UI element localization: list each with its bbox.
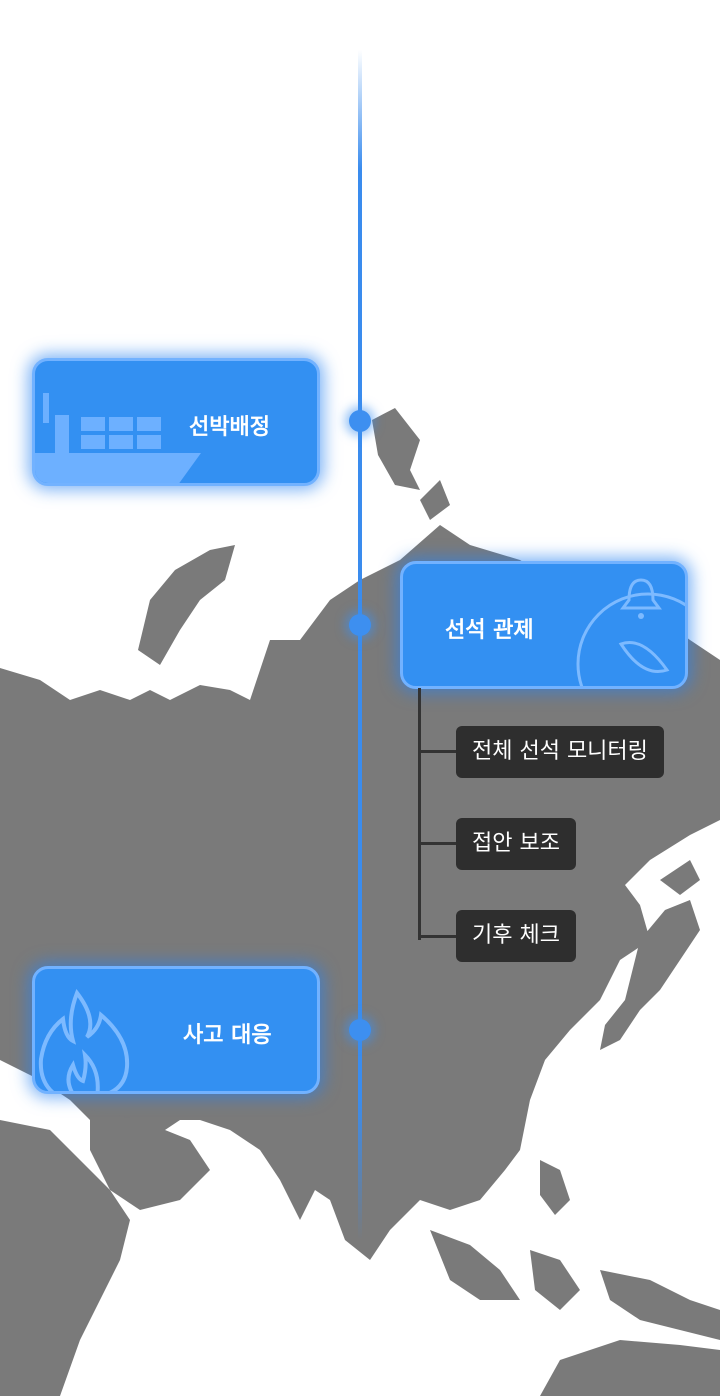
sea-island-4	[600, 1270, 720, 1340]
japan	[600, 900, 700, 1050]
timeline-node-1	[349, 410, 371, 432]
sea-island-1	[430, 1230, 520, 1300]
sea-island-3	[540, 1160, 570, 1215]
fire-icon	[38, 989, 130, 1091]
northern-island-1	[138, 545, 235, 665]
card-vessel-assignment[interactable]: 선박배정	[32, 358, 320, 486]
timeline-line	[358, 50, 362, 1240]
timeline-node-2	[349, 614, 371, 636]
sub-item-docking-assist[interactable]: 접안 보조	[456, 818, 576, 870]
sub-item-weather-check[interactable]: 기후 체크	[456, 910, 576, 962]
timeline-node-3	[349, 1019, 371, 1041]
northern-island-3	[420, 480, 450, 520]
sea-island-2	[530, 1250, 580, 1310]
branch-connector	[418, 935, 458, 938]
card-title: 선박배정	[189, 415, 270, 440]
sub-item-berth-monitoring[interactable]: 전체 선석 모니터링	[456, 726, 664, 778]
cargo-ship-icon	[35, 393, 201, 483]
card-berth-control[interactable]: 선석 관제	[400, 561, 688, 689]
australia-tip	[540, 1340, 720, 1396]
northern-island-2	[372, 408, 420, 490]
branch-connector	[418, 842, 458, 845]
branch-connector	[418, 750, 458, 753]
japan-north	[660, 860, 700, 895]
bell-compass-icon	[576, 578, 685, 686]
arabia	[90, 1110, 210, 1210]
branch-connector-vertical	[418, 688, 421, 940]
card-title: 선석 관제	[445, 618, 534, 643]
card-title: 사고 대응	[183, 1023, 272, 1048]
africa	[0, 1120, 130, 1396]
card-incident-response[interactable]: 사고 대응	[32, 966, 320, 1094]
